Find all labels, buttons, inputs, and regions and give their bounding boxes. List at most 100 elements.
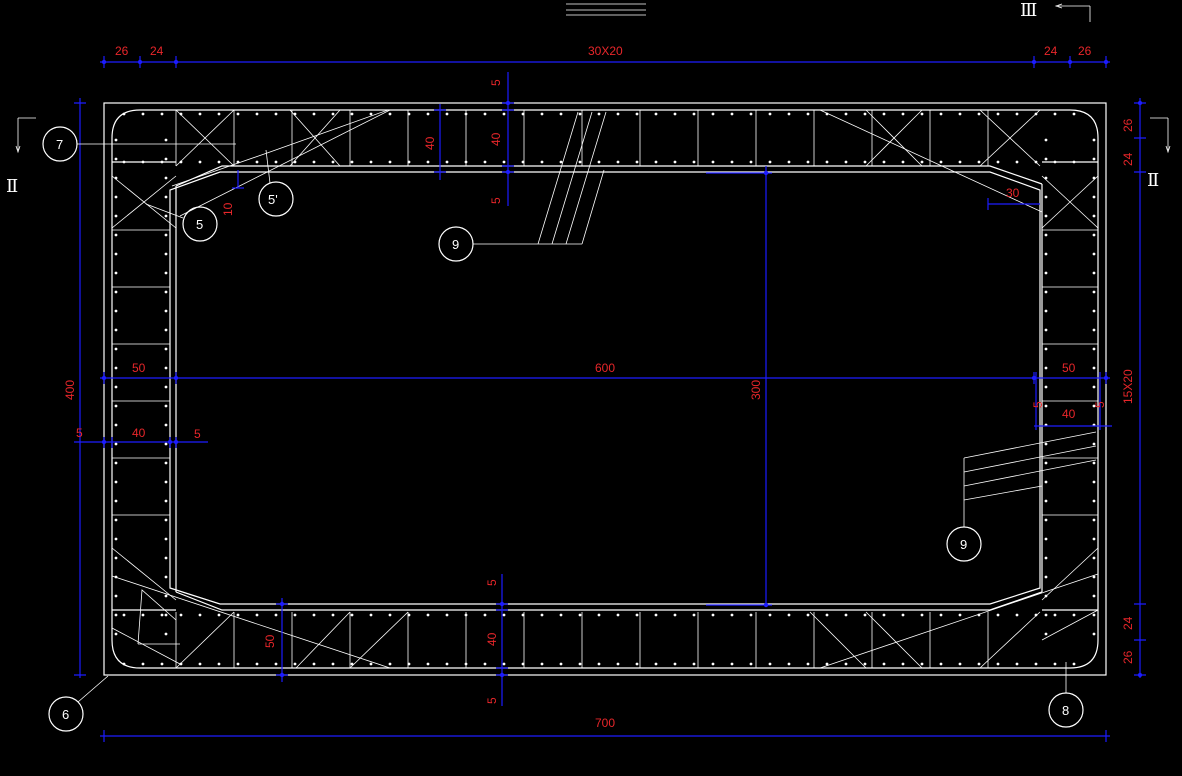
top-bar-dot xyxy=(1015,112,1019,116)
box-structure xyxy=(103,102,1107,676)
bottom-bar-dot xyxy=(426,662,430,666)
diagonal-bar xyxy=(289,109,341,167)
left-inner-bar-dot xyxy=(164,195,168,199)
right-inner-bar-dot xyxy=(1044,518,1048,522)
left-bar-dot xyxy=(114,214,118,218)
right-bar-dot xyxy=(1092,537,1096,541)
top-inner-bar-dot xyxy=(692,160,696,164)
bottom-bar-dot xyxy=(616,662,620,666)
right-inner-bar-dot xyxy=(1044,347,1048,351)
callout-8-label: 8 xyxy=(1062,703,1069,718)
right-bar-dot xyxy=(1092,461,1096,465)
dim-haunch-10: 10 xyxy=(221,202,235,216)
inner-wall-lines xyxy=(112,161,1098,611)
bottom-inner-bar-dot xyxy=(749,613,753,617)
left-inner-bar-dot xyxy=(164,480,168,484)
dim-top-mid-40: 40 xyxy=(489,132,503,146)
left-bar-dot xyxy=(114,537,118,541)
right-bar-dot xyxy=(1092,233,1096,237)
bottom-bar-dot xyxy=(1072,662,1076,666)
diagonal-bar xyxy=(1041,609,1099,641)
bottom-bar-dot xyxy=(388,662,392,666)
top-bar-dot xyxy=(521,112,525,116)
top-bar-dot xyxy=(217,112,221,116)
top-bar-dot xyxy=(331,112,335,116)
bottom-bar-dot xyxy=(1053,662,1057,666)
dim-top-24-right: 24 xyxy=(1044,44,1058,58)
callout-5-label: 5 xyxy=(196,217,203,232)
bottom-inner-bar-dot xyxy=(806,613,810,617)
dim-right-24-bottom: 24 xyxy=(1121,616,1135,630)
top-inner-bar-dot xyxy=(464,160,468,164)
dim-top-24-left: 24 xyxy=(150,44,164,58)
top-inner-bar-dot xyxy=(673,160,677,164)
dim-right-26-bottom: 26 xyxy=(1121,650,1135,664)
top-inner-bar-dot xyxy=(1053,160,1057,164)
top-bar-dot xyxy=(844,112,848,116)
left-inner-bar-dot xyxy=(164,176,168,180)
top-bar-dot xyxy=(616,112,620,116)
top-bar-dot xyxy=(863,112,867,116)
left-bar-dot xyxy=(114,423,118,427)
section-marker-left: Ⅱ xyxy=(6,117,36,197)
section-label-right: Ⅱ xyxy=(1147,170,1159,191)
dimension-tick xyxy=(167,439,173,445)
top-inner-bar-dot xyxy=(730,160,734,164)
right-bar-dot xyxy=(1092,499,1096,503)
bottom-inner-bar-dot xyxy=(882,613,886,617)
outer-rebar-loop xyxy=(111,109,1099,669)
dimension-tick xyxy=(763,602,769,608)
dim-right-24-top: 24 xyxy=(1121,152,1135,166)
top-inner-bar-dot xyxy=(996,160,1000,164)
top-bar-dot xyxy=(445,112,449,116)
right-bar-dot xyxy=(1092,252,1096,256)
top-inner-bar-dot xyxy=(578,160,582,164)
dim-top-mid-5b: 5 xyxy=(489,197,503,204)
bottom-inner-bar-dot xyxy=(616,613,620,617)
top-inner-bar-dot xyxy=(825,160,829,164)
left-bar-dot xyxy=(114,385,118,389)
inner-rebar-loop xyxy=(169,171,1041,605)
callout-9-top: 9 xyxy=(438,111,607,262)
left-inner-bar-dot xyxy=(164,442,168,446)
right-bar-dot xyxy=(1092,138,1096,142)
dim-right-5b: 5 xyxy=(1093,401,1107,408)
bottom-inner-bar-dot xyxy=(1053,613,1057,617)
top-inner-bar-dot xyxy=(654,160,658,164)
inner-haunch-line xyxy=(175,165,1043,611)
left-bar-dot xyxy=(114,499,118,503)
outer-wall-outline xyxy=(103,102,1107,676)
top-bar-dot xyxy=(578,112,582,116)
top-inner-bar-dot xyxy=(160,160,164,164)
bottom-bar-dot xyxy=(768,662,772,666)
top-bar-dot xyxy=(407,112,411,116)
top-inner-bar-dot xyxy=(540,160,544,164)
left-inner-bar-dot xyxy=(164,252,168,256)
top-bar-dot xyxy=(597,112,601,116)
bottom-inner-bar-dot xyxy=(407,613,411,617)
bottom-inner-bar-dot xyxy=(179,613,183,617)
callout-9-top-label: 9 xyxy=(452,237,459,252)
bottom-inner-bar-dot xyxy=(559,613,563,617)
left-bar-dot xyxy=(114,404,118,408)
top-bar-dot xyxy=(388,112,392,116)
dim-mid-right-50: 50 xyxy=(1062,361,1076,375)
callout-9-right-label: 9 xyxy=(960,537,967,552)
bottom-inner-bar-dot xyxy=(141,613,145,617)
bottom-bar-dot xyxy=(255,662,259,666)
callout-7-label: 7 xyxy=(56,137,63,152)
bottom-bar-dot xyxy=(483,662,487,666)
bottom-inner-bar-dot xyxy=(768,613,772,617)
top-inner-bar-dot xyxy=(920,160,924,164)
bottom-bar-dot xyxy=(958,662,962,666)
right-bar-dot xyxy=(1092,195,1096,199)
right-inner-bar-dot xyxy=(1044,632,1048,636)
dimension-tick xyxy=(173,375,179,381)
dimension-tick xyxy=(505,169,511,175)
dim-bottom-mid-5a: 5 xyxy=(485,579,499,586)
top-inner-bar-dot xyxy=(749,160,753,164)
bottom-bar-dot xyxy=(331,662,335,666)
right-bar-dot xyxy=(1092,442,1096,446)
top-bar-dot xyxy=(274,112,278,116)
